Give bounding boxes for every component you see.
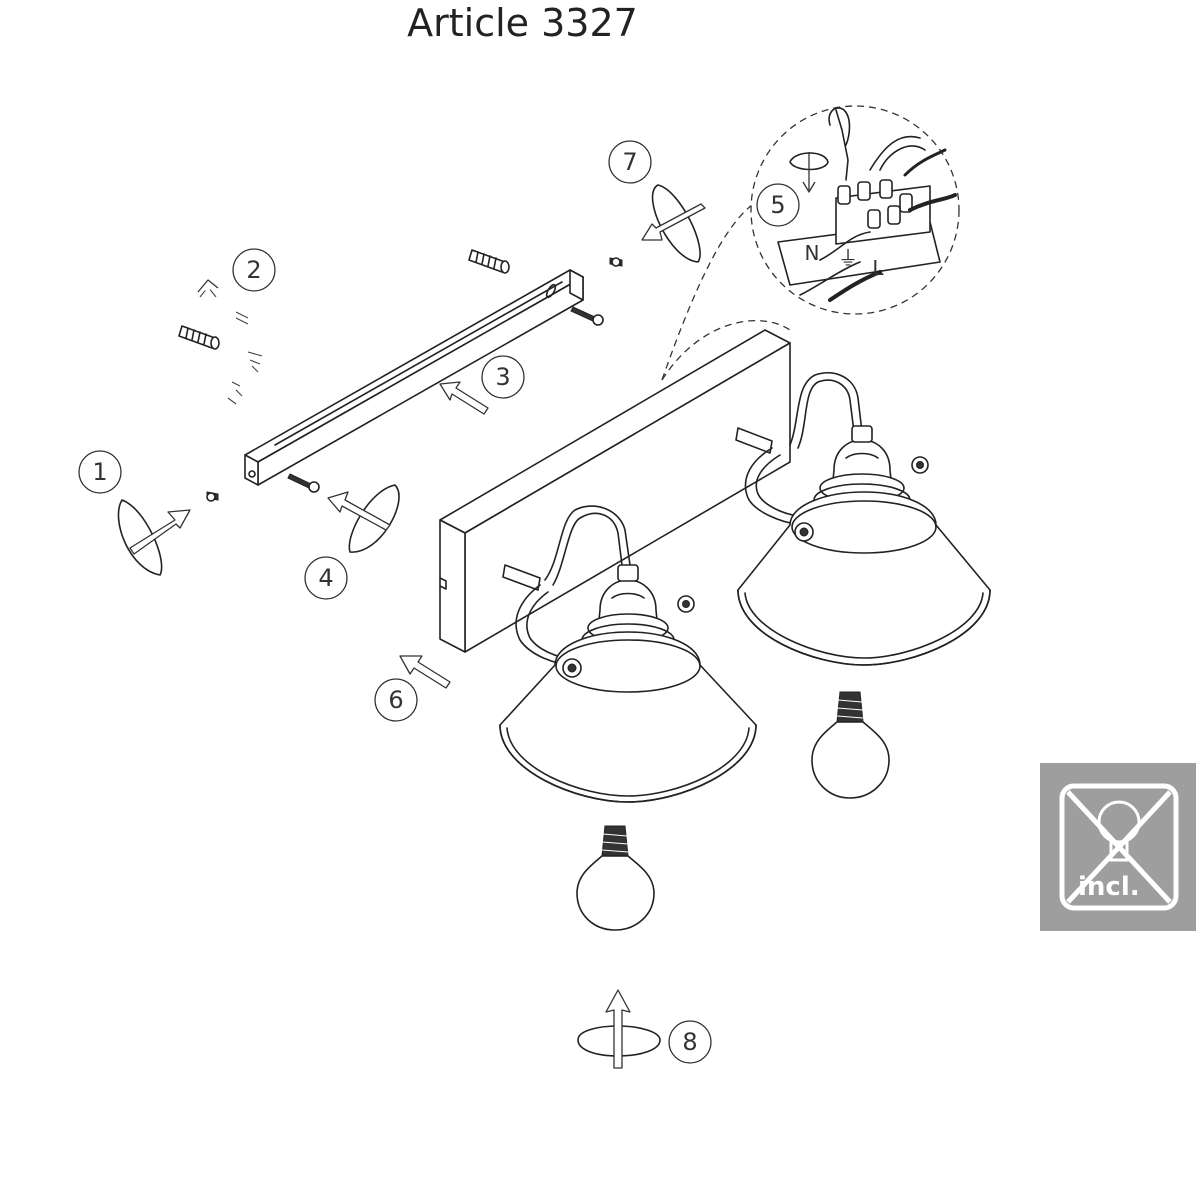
bulb-left [576, 825, 655, 931]
step-4-marker: 4 [304, 556, 348, 600]
wiring-callout-line [661, 319, 791, 381]
svg-text:6: 6 [388, 686, 403, 714]
arrow-step6 [399, 655, 451, 689]
wall-plug-upper [468, 249, 510, 274]
wall-plate [439, 329, 791, 653]
rotate-arrow-step4 [327, 484, 400, 553]
step-6-marker: 6 [374, 678, 418, 722]
terminal-l-label: L [872, 256, 884, 280]
article-title: Article 3327 [407, 1, 638, 45]
wiring-callout-line-2 [661, 204, 753, 381]
wiring-detail: N ⏚ L [750, 105, 960, 315]
svg-text:4: 4 [318, 564, 333, 592]
step-7-marker: 7 [608, 140, 652, 184]
step-5-marker: 5 [756, 183, 800, 227]
svg-text:7: 7 [622, 148, 637, 176]
step-8-marker: 8 [668, 1020, 712, 1064]
lamp-right [735, 372, 991, 666]
rotate-arrow-step8 [577, 989, 661, 1069]
step-1-marker: 1 [78, 450, 122, 494]
mounting-bracket [244, 269, 584, 486]
svg-text:8: 8 [682, 1028, 697, 1056]
terminal-earth-label: ⏚ [838, 246, 858, 270]
svg-text:2: 2 [246, 256, 261, 284]
arrow-step2 [197, 279, 219, 293]
svg-text:1: 1 [92, 458, 107, 486]
svg-text:5: 5 [770, 191, 785, 219]
screw-long-upper [570, 306, 604, 326]
svg-text:3: 3 [495, 363, 510, 391]
bulb-included-badge: incl. [1040, 763, 1196, 931]
screw-small-right [609, 257, 623, 267]
rotate-arrow-step1 [117, 499, 191, 576]
arrow-step3 [439, 381, 489, 415]
screw-small-left [206, 491, 219, 502]
rotate-arrow-step7 [641, 184, 706, 263]
bulb-right [811, 691, 890, 799]
lamp-left [499, 505, 757, 803]
terminal-n-label: N [805, 241, 820, 265]
incl-label: incl. [1078, 872, 1140, 902]
step-2-marker: 2 [232, 248, 276, 292]
screw-long-lower [287, 473, 320, 493]
step-3-marker: 3 [481, 355, 525, 399]
wall-plug-lower [178, 325, 220, 350]
